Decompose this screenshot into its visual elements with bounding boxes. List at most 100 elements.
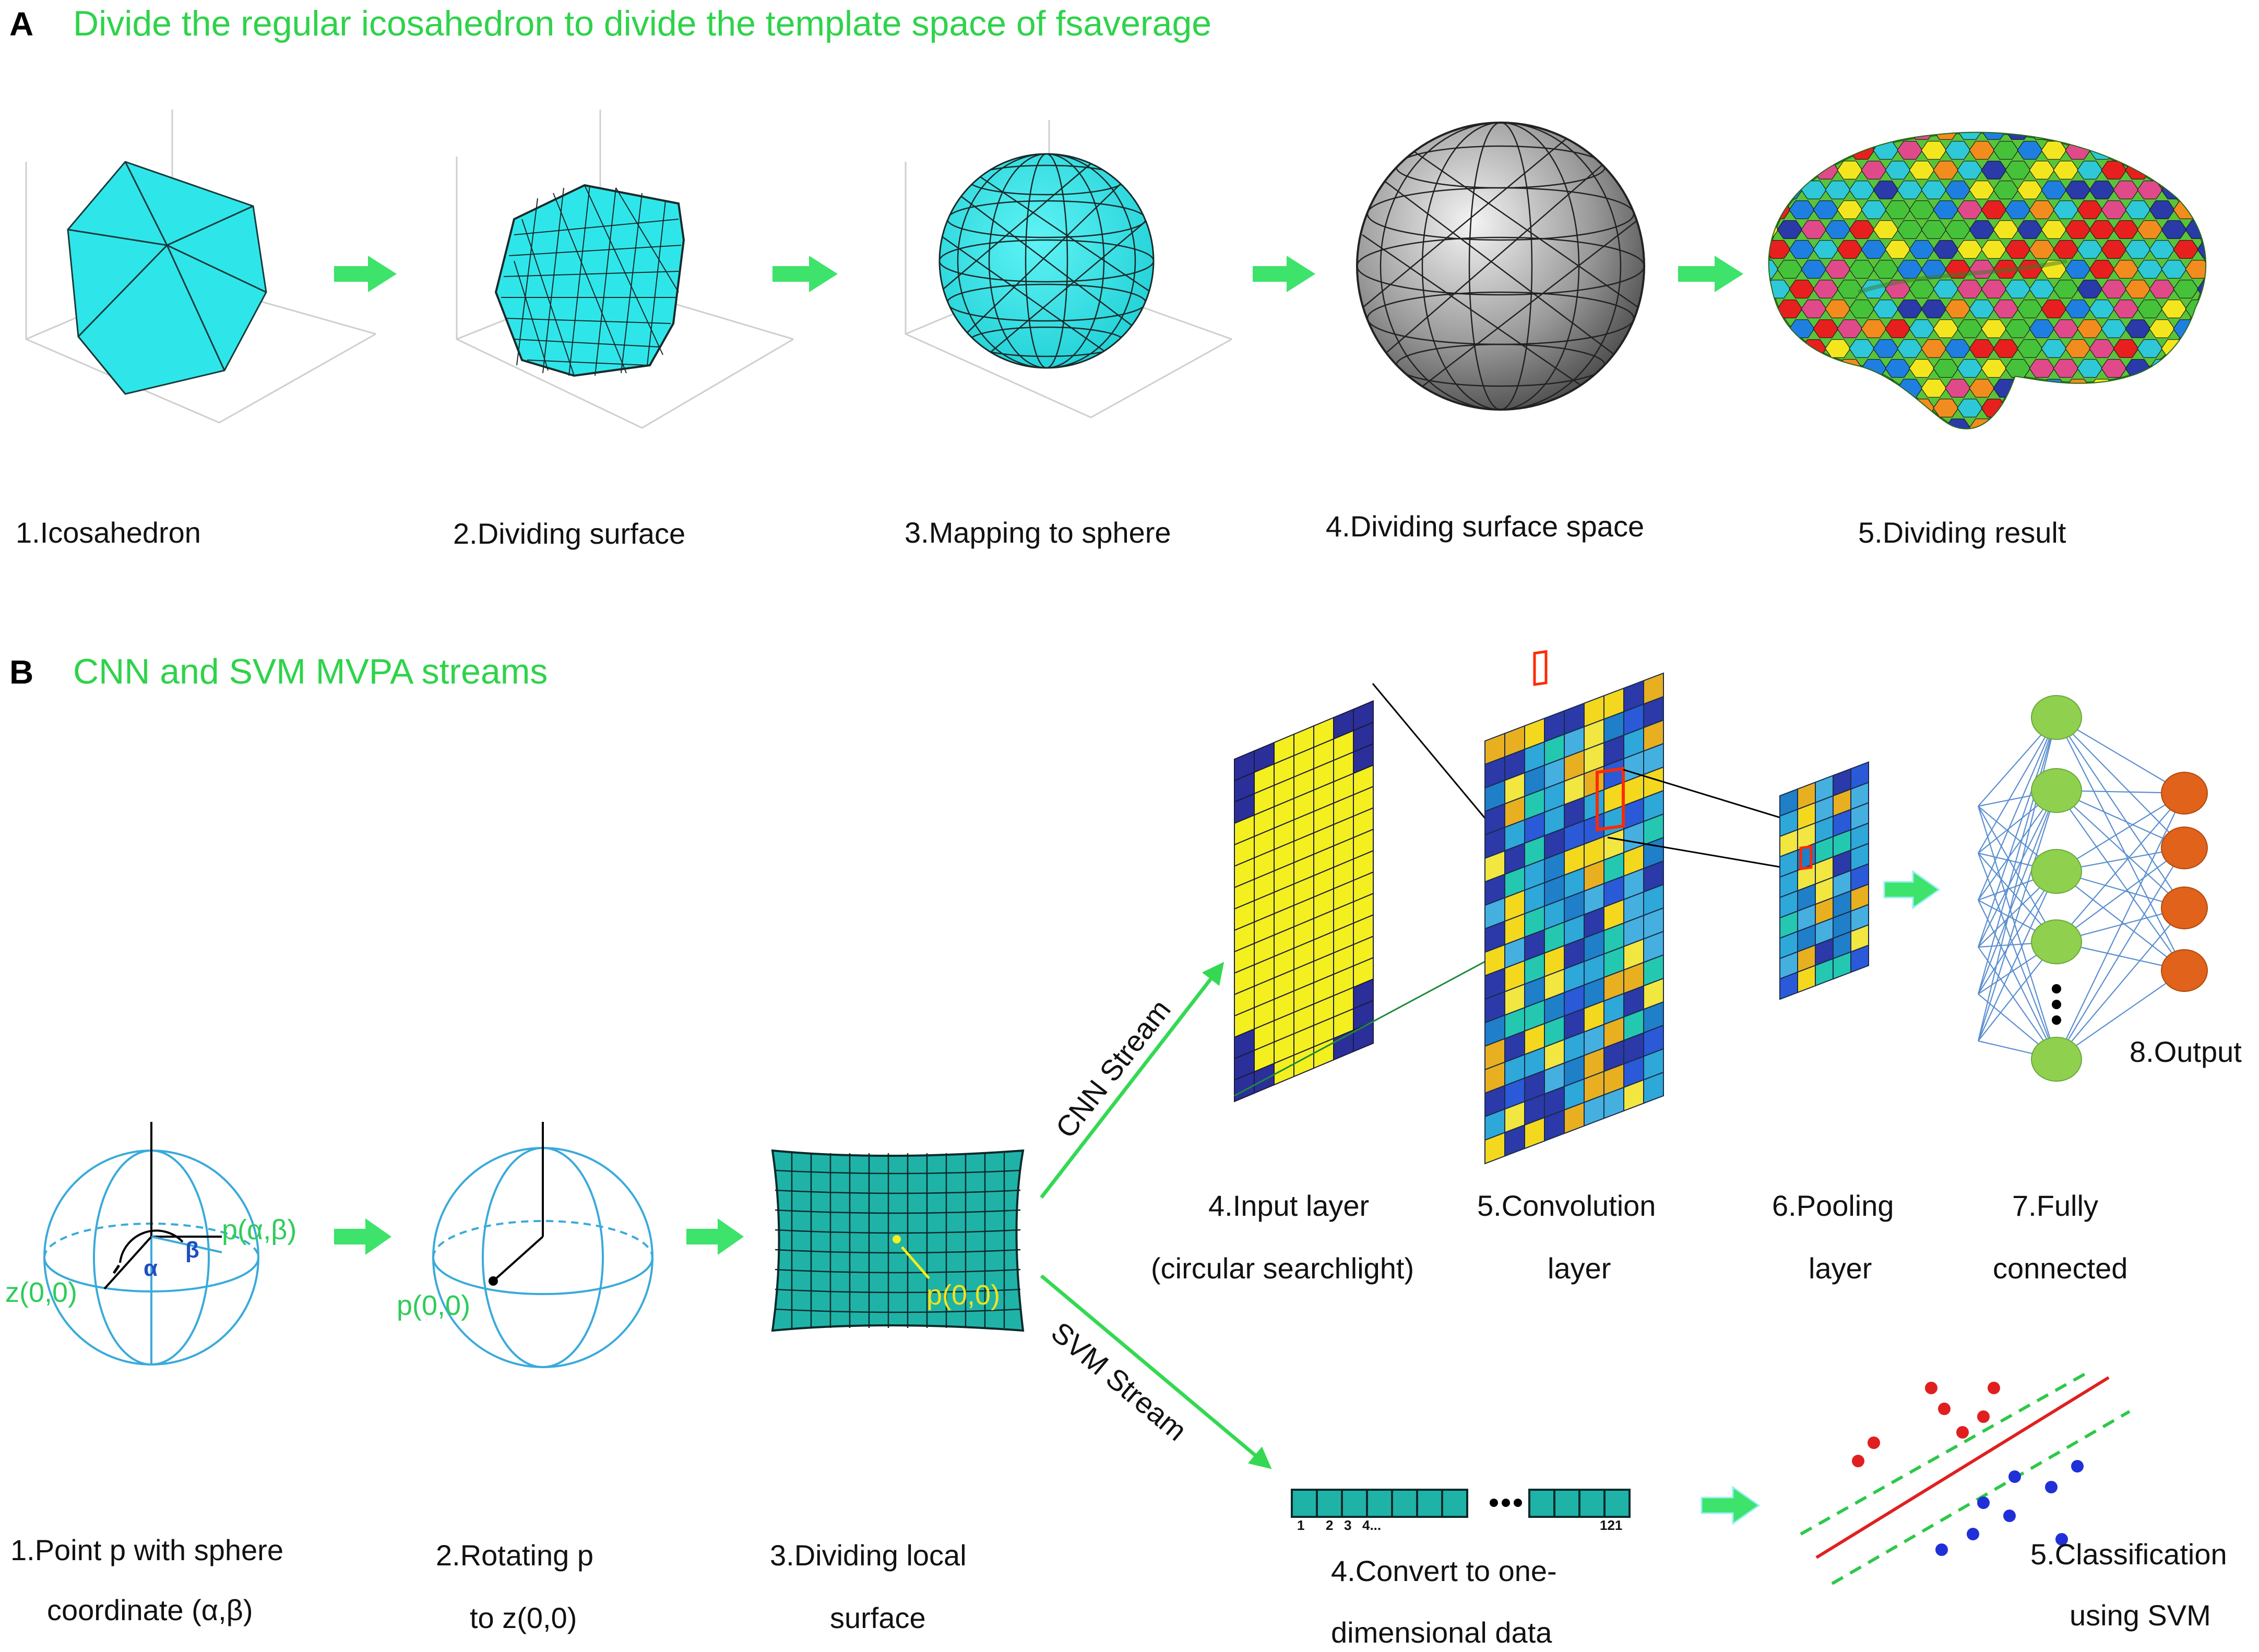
parcel-patch <box>1993 418 2019 428</box>
parcel-patch <box>1769 260 1779 279</box>
parcel-patch <box>2041 220 2067 239</box>
parcel-patch <box>2209 141 2234 160</box>
input-layer-caption-1: 4.Input layer <box>1208 1189 1369 1222</box>
parcel-patch <box>1945 339 1971 358</box>
parcel-patch <box>2113 339 2139 358</box>
parcel-patch <box>1885 240 1911 259</box>
parcel-patch <box>2137 379 2163 398</box>
svm-class-b-point <box>2003 1510 2016 1522</box>
parcel-patch <box>2137 220 2163 239</box>
parcel-patch <box>1921 300 1947 318</box>
parcel-patch <box>1861 399 1887 417</box>
brain-parcellation <box>1741 131 2234 429</box>
parcel-patch <box>1849 379 1875 398</box>
parcel-patch <box>1921 220 1947 239</box>
vector-tick-2: 2 <box>1326 1517 1333 1533</box>
parcel-patch <box>2185 339 2206 358</box>
parcel-patch <box>2149 200 2175 219</box>
parcel-patch <box>2005 319 2031 338</box>
grid-cell <box>1850 944 1869 973</box>
parcel-patch <box>2077 133 2103 140</box>
parcel-patch <box>2209 260 2234 279</box>
parcel-patch <box>1933 240 1959 259</box>
parcel-patch <box>2017 379 2043 398</box>
parcel-patch <box>1813 359 1839 378</box>
conv-pool-link-bottom <box>1607 836 1806 872</box>
panel-b-letter: B <box>9 653 33 691</box>
vector-cell <box>1603 1489 1631 1518</box>
parcel-patch <box>2029 280 2055 298</box>
parcel-patch <box>2137 418 2163 428</box>
arrow-b-2 <box>686 1218 744 1255</box>
parcel-patch <box>2137 339 2163 358</box>
parcel-patch <box>1885 359 1911 378</box>
parcel-patch <box>2137 300 2163 318</box>
parcel-patch <box>2101 359 2127 378</box>
fc-ellipsis-dot-2 <box>2052 1000 2061 1009</box>
parcel-patch <box>2173 359 2199 378</box>
parcel-patch <box>1861 200 1887 219</box>
parcel-patch <box>2125 133 2151 140</box>
vector-cell <box>1416 1489 1443 1518</box>
parcel-patch <box>1957 133 1983 140</box>
vector-tick-end: 121 <box>1600 1517 1622 1533</box>
parcel-patch <box>1777 339 1803 358</box>
parcel-patch <box>2053 280 2079 298</box>
parcel-patch <box>1993 339 2019 358</box>
parcel-patch <box>1933 200 1959 219</box>
parcel-patch <box>1837 200 1863 219</box>
parcel-patch <box>1969 141 1995 160</box>
parcel-patch <box>1741 280 1766 298</box>
parcel-patch <box>1789 240 1815 259</box>
parcel-patch <box>2173 240 2199 259</box>
pooling-layer <box>1779 761 1869 1000</box>
svm-class-a-point <box>1977 1410 1990 1423</box>
parcel-patch <box>1741 201 1766 219</box>
parcel-patch <box>1873 418 1899 428</box>
parcel-patch <box>2197 359 2206 378</box>
sphere-2-vectors <box>489 1122 544 1286</box>
parcel-patch <box>1969 339 1995 358</box>
parcel-patch <box>1849 300 1875 318</box>
svm-stream-label: SVM Stream <box>1045 1315 1193 1447</box>
dividing-surface-figure <box>456 110 794 429</box>
vector-cell <box>1291 1489 1318 1518</box>
parcel-patch <box>2197 200 2206 219</box>
parcel-patch <box>2185 260 2206 279</box>
parcel-patch <box>2149 161 2175 179</box>
svm-class-b-point <box>1977 1497 1990 1509</box>
vector-cell <box>1341 1489 1368 1518</box>
parcel-patch <box>2173 133 2199 140</box>
parcel-patch <box>2053 359 2079 378</box>
parcel-patch <box>1801 260 1827 279</box>
parcel-patch <box>2161 300 2187 318</box>
vector-tick-1: 1 <box>1297 1517 1304 1533</box>
parcel-patch <box>2149 240 2175 259</box>
parcel-patch <box>2065 181 2091 199</box>
conv-pool-window <box>1596 767 1625 832</box>
parcel-patch <box>1813 319 1839 338</box>
label-p-alpha-beta: p(α,β) <box>222 1214 296 1246</box>
parcel-patch <box>1825 260 1851 279</box>
input-layer <box>1234 700 1374 1103</box>
arrow-a-1 <box>334 256 397 292</box>
parcel-patch <box>2113 418 2139 428</box>
parcel-patch <box>2041 418 2067 428</box>
parcel-patch <box>1885 319 1911 338</box>
parcel-patch <box>2113 300 2139 318</box>
parcel-patch <box>1981 200 2007 219</box>
pool-layer-caption-2: layer <box>1809 1252 1872 1285</box>
conv-layer-caption-2: layer <box>1548 1252 1611 1285</box>
parcel-patch <box>1769 339 1779 358</box>
fc-caption-1: 7.Fully <box>2012 1189 2098 1222</box>
svm-caption-2: using SVM <box>2070 1599 2211 1632</box>
parcel-patch <box>2065 339 2091 358</box>
parcel-patch <box>2065 300 2091 318</box>
parcel-patch <box>1933 319 1959 338</box>
parcel-patch <box>2161 379 2187 398</box>
parcel-patch <box>1741 360 1766 378</box>
parcel-patch <box>1993 141 2019 160</box>
vector-cell <box>1553 1489 1580 1518</box>
parcel-patch <box>2005 280 2031 298</box>
